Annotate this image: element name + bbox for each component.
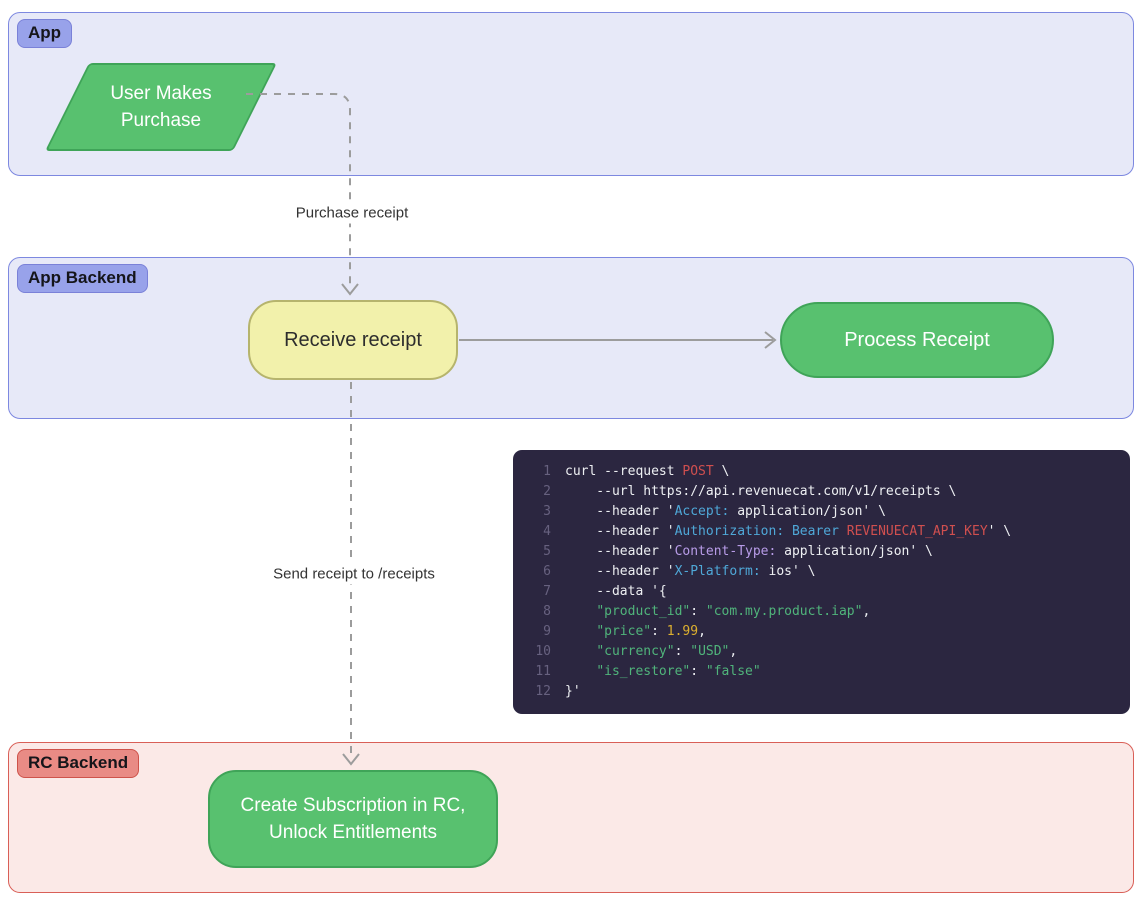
- code-line-number: 4: [543, 524, 551, 539]
- code-line-text: --header 'X-Platform: ios' \: [565, 564, 816, 579]
- code-line-text: }': [565, 684, 581, 699]
- code-line-number: 2: [543, 484, 551, 499]
- code-line: 10 "currency": "USD",: [527, 642, 1116, 662]
- edge-label-send-receipt: Send receipt to /receipts: [267, 563, 441, 585]
- node-receive-receipt: Receive receipt: [248, 300, 458, 380]
- code-lines: 1 curl --request POST \ 2 --url https://ap…: [527, 462, 1116, 702]
- node-label-line: Purchase: [120, 110, 202, 131]
- code-line-number: 8: [543, 604, 551, 619]
- code-line-number: 12: [535, 684, 551, 699]
- node-create-subscription: Create Subscription in RC, Unlock Entitl…: [208, 770, 498, 868]
- code-line: 3 --header 'Accept: application/json' \: [527, 502, 1116, 522]
- code-line-number: 7: [543, 584, 551, 599]
- code-line: 9 "price": 1.99,: [527, 622, 1116, 642]
- node-user-makes-purchase-label: User Makes Purchase: [69, 65, 253, 149]
- code-line-text: --data '{: [565, 584, 667, 599]
- code-line-text: --header 'Accept: application/json' \: [565, 504, 886, 519]
- code-line-text: "product_id": "com.my.product.iap",: [596, 604, 871, 619]
- code-line-text: "is_restore": "false": [596, 664, 761, 679]
- code-line: 11 "is_restore": "false": [527, 662, 1116, 682]
- code-line: 8 "product_id": "com.my.product.iap",: [527, 602, 1116, 622]
- code-line: 7 --data '{: [527, 582, 1116, 602]
- code-line-text: "currency": "USD",: [596, 644, 738, 659]
- node-label-line: Unlock Entitlements: [269, 822, 437, 843]
- node-label-line: User Makes: [110, 83, 212, 104]
- node-process-receipt: Process Receipt: [780, 302, 1054, 378]
- code-line-number: 5: [543, 544, 551, 559]
- lane-app: App User Makes Purchase: [8, 12, 1134, 176]
- code-line: 6 --header 'X-Platform: ios' \: [527, 562, 1116, 582]
- code-line-text: --header 'Content-Type: application/json…: [565, 544, 933, 559]
- code-line-number: 11: [535, 664, 551, 679]
- code-line-text: curl --request POST \: [565, 464, 730, 479]
- code-line: 1 curl --request POST \: [527, 462, 1116, 482]
- lane-app-backend-label: App Backend: [28, 268, 137, 287]
- code-line-text: --header 'Authorization: Bearer REVENUEC…: [565, 524, 1012, 539]
- lane-app-backend-badge: App Backend: [17, 264, 148, 293]
- code-line-number: 9: [543, 624, 551, 639]
- lane-rc-backend-badge: RC Backend: [17, 749, 140, 778]
- node-process-receipt-label: Process Receipt: [844, 328, 990, 351]
- code-line-text: "price": 1.99,: [596, 624, 706, 639]
- lane-app-label: App: [28, 23, 62, 42]
- code-line: 2 --url https://api.revenuecat.com/v1/re…: [527, 482, 1116, 502]
- node-user-makes-purchase: User Makes Purchase: [45, 63, 277, 151]
- code-line-number: 10: [535, 644, 551, 659]
- code-line: 4 --header 'Authorization: Bearer REVENU…: [527, 522, 1116, 542]
- code-line: 12 }': [527, 682, 1116, 702]
- code-line: 5 --header 'Content-Type: application/js…: [527, 542, 1116, 562]
- node-label-line: Create Subscription in RC,: [240, 795, 466, 816]
- lane-rc-backend: RC Backend: [8, 742, 1134, 893]
- lane-rc-backend-label: RC Backend: [28, 753, 129, 772]
- node-receive-receipt-label: Receive receipt: [284, 328, 422, 351]
- code-line-text: --url https://api.revenuecat.com/v1/rece…: [565, 484, 957, 499]
- code-block: 1 curl --request POST \ 2 --url https://ap…: [513, 450, 1130, 714]
- code-line-number: 1: [543, 464, 551, 479]
- lane-app-badge: App: [17, 19, 73, 48]
- code-line-number: 6: [543, 564, 551, 579]
- edge-label-purchase-receipt: Purchase receipt: [289, 202, 415, 224]
- code-line-number: 3: [543, 504, 551, 519]
